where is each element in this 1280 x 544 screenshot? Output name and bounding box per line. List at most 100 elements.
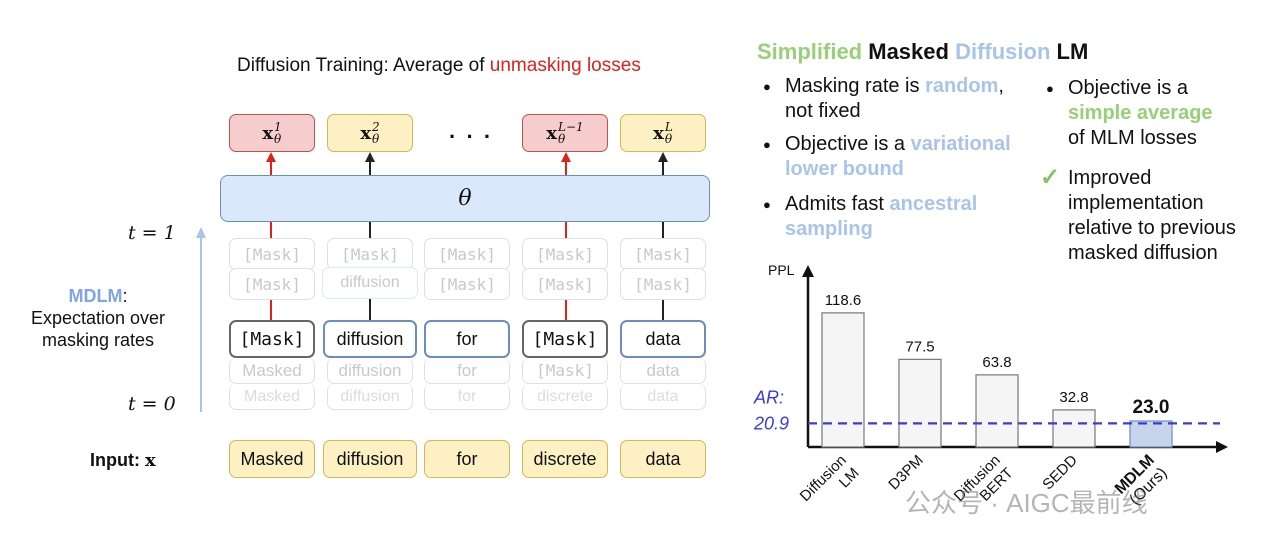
input-token-1: Masked: [229, 440, 315, 478]
title-word-simplified: Simplified: [757, 39, 863, 64]
b1-text: Masking rate is: [785, 75, 926, 97]
bar-value-label: 77.5: [905, 338, 934, 355]
right-title: Simplified Masked Diffusion LM: [757, 39, 1088, 65]
ppl-bar-chart: PPL118.6DiffusionLM77.5D3PM63.8Diffusion…: [753, 262, 1228, 518]
mdlm-desc-1: Expectation over: [30, 308, 166, 328]
input-token-2: diffusion: [323, 440, 417, 478]
bullet-ancestral: Admits fast ancestral sampling: [763, 192, 1045, 242]
mdlm-colon: :: [122, 286, 128, 306]
title-word-lm: LM: [1056, 39, 1089, 64]
watermark: 公众号 · AIGC最前线: [905, 488, 1148, 518]
output-4-base: x: [653, 122, 664, 144]
y-axis-arrowhead: [802, 265, 814, 277]
b1-highlight: random: [925, 75, 999, 97]
diagram-title-prefix: Diffusion Training: Average of: [237, 55, 490, 76]
ghost-lowest-3: for: [424, 384, 510, 410]
model-theta-label: θ: [458, 186, 472, 211]
ghost-lowest-2: diffusion: [327, 384, 413, 410]
t-bottom-label: t = 0: [128, 393, 176, 415]
output-4-sub: θ: [664, 132, 673, 146]
b5-line-1: Improved: [1068, 167, 1152, 189]
mdlm-side-label: MDLM: Expectation over masking rates: [20, 285, 176, 351]
output-3-sup: L−1: [558, 120, 584, 134]
t-top-label: t = 1: [128, 222, 176, 244]
category-label: DiffusionLM: [797, 452, 863, 518]
arrowhead-red-1: [266, 152, 276, 162]
output-2-base: x: [360, 122, 372, 144]
output-2-sub: θ: [372, 132, 380, 146]
output-1-sub: θ: [274, 132, 282, 146]
input-token-3: for: [424, 440, 510, 478]
ghost-lowest-4: discrete: [522, 384, 608, 410]
bar: [821, 312, 865, 448]
b5-line-2: implementation: [1068, 192, 1204, 214]
ghost-top-2: [Mask]: [327, 238, 413, 270]
ghost-mid-5: [Mask]: [620, 268, 706, 300]
arrowhead-red-4: [561, 152, 571, 162]
ghost-top-5: [Mask]: [620, 238, 706, 270]
output-1-sup: 1: [274, 120, 282, 134]
output-3-sub: θ: [558, 132, 566, 146]
improved-implementation-text: Improved implementation relative to prev…: [1068, 166, 1268, 266]
input-label: Input: x: [90, 450, 156, 471]
bar: [1052, 409, 1096, 448]
b3-highlight-1: ancestral: [889, 193, 978, 215]
bar: [898, 358, 942, 448]
bar: [975, 374, 1019, 448]
ghost-low-3: for: [424, 358, 510, 384]
ghost-lowest-5: data: [620, 384, 706, 410]
b5-line-4: masked diffusion: [1068, 242, 1218, 264]
arrowhead-black-5: [658, 152, 668, 162]
ghost-mid-3: [Mask]: [424, 268, 510, 300]
bullet-simple-average: Objective is a simple average of MLM los…: [1046, 76, 1268, 151]
b4-highlight: simple average: [1068, 102, 1213, 124]
b2-highlight-1: variational: [910, 133, 1011, 155]
b3-highlight-2: sampling: [785, 218, 873, 240]
input-token-4: discrete: [522, 440, 608, 478]
current-token-3: for: [424, 320, 510, 358]
ghost-top-3: [Mask]: [424, 238, 510, 270]
ghost-mid-4: [Mask]: [522, 268, 608, 300]
b2-text: Objective is a: [785, 133, 911, 155]
input-token-5: data: [620, 440, 706, 478]
b5-line-3: relative to previous: [1068, 217, 1236, 239]
ghost-mid-1: [Mask]: [229, 268, 315, 300]
input-symbol: x: [144, 450, 156, 471]
time-axis-arrowhead: [196, 227, 206, 238]
current-token-1: [Mask]: [229, 320, 315, 358]
ar-label-2: 20.9: [753, 413, 789, 433]
ghost-low-5: data: [620, 358, 706, 384]
current-token-5: data: [620, 320, 706, 358]
ghost-low-1: Masked: [229, 358, 315, 384]
b1-text-2: not fixed: [785, 100, 861, 122]
bullet-objective-bound: Objective is a variational lower bound: [763, 132, 1045, 182]
b4-text: Objective is a: [1068, 77, 1189, 99]
mdlm-label: MDLM: [68, 286, 123, 306]
bar-value-label: 118.6: [825, 292, 861, 309]
output-1-base: x: [262, 122, 274, 144]
output-3-base: x: [546, 122, 558, 144]
y-axis-label: PPL: [768, 262, 795, 278]
bullet-masking-rate: Masking rate is random, not fixed: [763, 74, 1035, 124]
model-theta-box: θ: [220, 175, 710, 222]
output-ellipsis: · · ·: [449, 124, 494, 149]
b2-highlight-2: lower bound: [785, 158, 904, 180]
b1-comma: ,: [998, 75, 1004, 97]
output-2-sup: 2: [372, 120, 380, 134]
title-word-masked: Masked: [868, 39, 949, 64]
input-label-text: Input:: [90, 450, 145, 470]
current-token-2: diffusion: [323, 320, 417, 358]
ghost-top-1: [Mask]: [229, 238, 315, 270]
x-axis-arrowhead: [1216, 441, 1228, 453]
ghost-mid-2: diffusion: [322, 267, 418, 299]
ghost-top-4: [Mask]: [522, 238, 608, 270]
diagram-title: Diffusion Training: Average of unmasking…: [237, 55, 641, 77]
b3-text: Admits fast: [785, 193, 890, 215]
ar-label-1: AR:: [753, 387, 784, 407]
bar-value-label: 23.0: [1133, 397, 1170, 418]
b4-text-2: of MLM losses: [1068, 127, 1197, 149]
ghost-low-4: [Mask]: [522, 358, 608, 384]
